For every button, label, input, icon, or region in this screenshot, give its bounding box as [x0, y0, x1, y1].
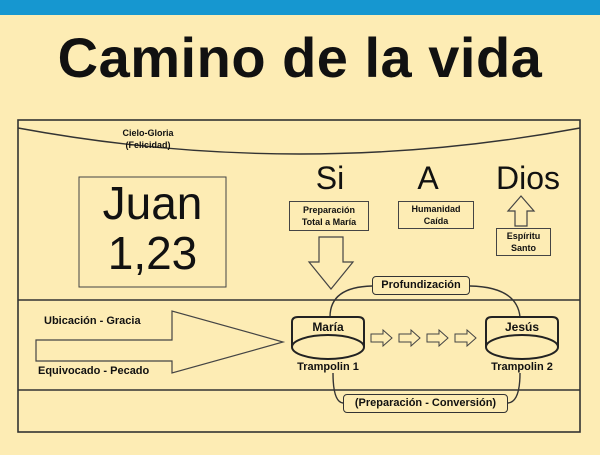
- preparacion-box: Preparación Total a María: [289, 201, 369, 231]
- profundizacion-arc-right: [469, 285, 521, 318]
- jesus-label: Jesús: [504, 320, 540, 334]
- espiritu-line1: Espíritu: [506, 231, 541, 241]
- top-color-bar: [0, 0, 600, 15]
- conversion-arc: [332, 372, 344, 404]
- word-dios: Dios: [495, 160, 560, 196]
- small-arrow-1: [370, 328, 393, 348]
- juan-reference: Juan 1,23: [79, 178, 226, 278]
- juan-box: [78, 176, 227, 288]
- heaven-curve: [17, 127, 581, 155]
- profundizacion-pill: Profundización: [372, 276, 470, 295]
- profundizacion-arc: [329, 285, 373, 318]
- diagram-frame: [17, 119, 581, 433]
- conversion-pill: (Preparación - Conversión): [343, 394, 508, 413]
- cielo-label: Cielo-Gloria (Felicidad): [108, 127, 188, 151]
- up-arrow: [506, 195, 536, 227]
- maria-label: María: [312, 320, 344, 334]
- juan-line2: 1,23: [107, 227, 198, 279]
- preparacion-line1: Preparación: [302, 205, 356, 215]
- down-arrow: [307, 236, 355, 290]
- juan-line1: Juan: [102, 177, 203, 229]
- trampolin-2-label: Trampolin 2: [491, 361, 553, 373]
- equivocado-label: Equivocado - Pecado: [38, 365, 150, 377]
- word-a: A: [417, 160, 439, 196]
- preparacion-line2: Total a María: [301, 217, 357, 227]
- humanidad-line1: Humanidad: [411, 204, 461, 214]
- small-arrow-4: [454, 328, 477, 348]
- humanidad-box: Humanidad Caída: [398, 201, 474, 229]
- small-arrow-2: [398, 328, 421, 348]
- page-title: Camino de la vida: [57, 26, 543, 89]
- small-arrow-3: [426, 328, 449, 348]
- trampolin-2-base: [485, 334, 559, 360]
- conversion-arc-right: [507, 372, 521, 404]
- espiritu-box: Espíritu Santo: [496, 228, 551, 256]
- trampolin-1-base: [291, 334, 365, 360]
- word-si: Si: [315, 160, 345, 196]
- ubicacion-label: Ubicación - Gracia: [44, 315, 141, 327]
- espiritu-line2: Santo: [510, 243, 536, 253]
- trampolin-1-label: Trampolin 1: [297, 361, 359, 373]
- cielo-line2: (Felicidad): [125, 140, 171, 150]
- humanidad-line2: Caída: [423, 216, 449, 226]
- big-right-arrow: [35, 310, 286, 374]
- cielo-line1: Cielo-Gloria: [122, 128, 174, 138]
